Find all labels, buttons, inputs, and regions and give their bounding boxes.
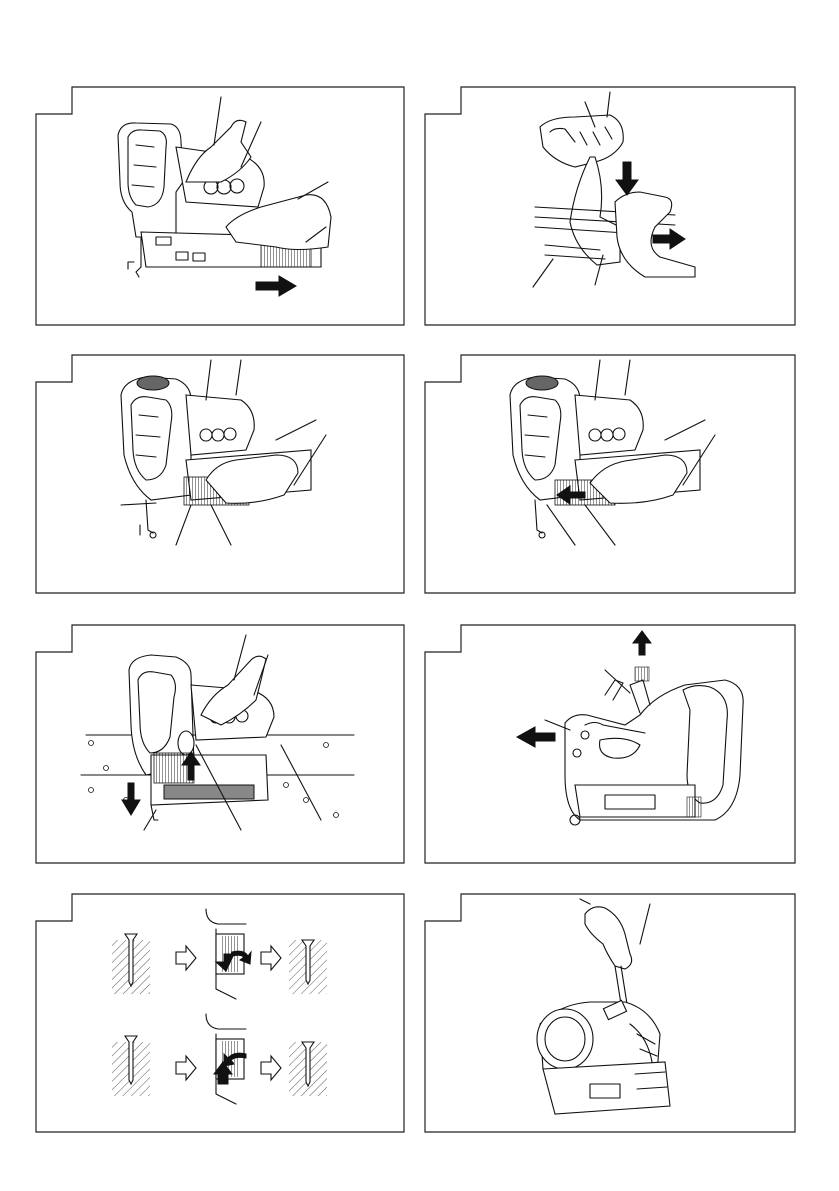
figure-open-latch xyxy=(425,625,797,865)
panel-hex-key xyxy=(425,894,797,1134)
figure-magazine-release xyxy=(425,87,797,327)
figure-load-strip xyxy=(36,355,406,595)
panel-open-latch xyxy=(425,625,797,865)
figure-remove-nails xyxy=(36,87,406,327)
panel-load-strip xyxy=(36,355,406,595)
panel-remove-nails xyxy=(36,87,406,327)
figure-nail-sequence xyxy=(36,894,406,1134)
panel-push-strip xyxy=(425,355,797,595)
figure-hex-key xyxy=(425,894,797,1134)
panel-magazine-release xyxy=(425,87,797,327)
panel-nail-sequence xyxy=(36,894,406,1134)
panel-depth-adjust xyxy=(36,625,406,865)
figure-push-strip xyxy=(425,355,797,595)
figure-depth-adjust xyxy=(36,625,406,865)
